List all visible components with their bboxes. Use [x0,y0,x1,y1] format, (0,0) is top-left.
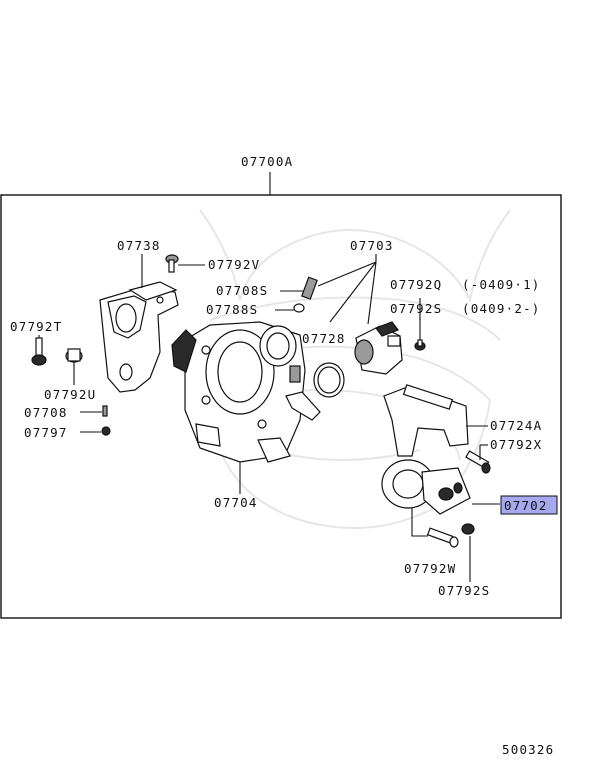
callout-07788S: 07788S [206,302,258,317]
bolt-07792T [31,337,47,366]
callout-07792T: 07792T [10,319,62,334]
diagram-frame [0,194,562,619]
throttle-body-07704 [171,321,321,463]
callout-07702[interactable]: 07702 [504,498,548,513]
screw-07792S-top [414,339,426,351]
callout-07704: 07704 [214,495,258,510]
callout-07703: 07703 [350,238,394,253]
bolt-07792X [465,450,491,474]
callout-07797: 07797 [24,425,68,440]
bracket-07724A [383,384,469,457]
callout-07792S-bottom: 07792S [438,583,490,598]
callout-07792W: 07792W [404,561,456,576]
callout-07792V: 07792V [208,257,260,272]
callout-07792U: 07792U [44,387,96,402]
leader-lines [38,254,500,582]
callout-07792Q-note: (-0409·1) [462,277,541,292]
highlight-box-07702 [500,495,558,515]
callout-07792S-top-note: (0409·2-) [462,301,541,316]
drawing-number: 500326 [502,742,554,757]
assembly-label: 07700A [241,154,293,169]
callout-07792Q: 07792Q [390,277,442,292]
nut-07792U [65,348,83,363]
callout-07792S-top: 07792S [390,301,442,316]
plug-07797 [101,426,111,436]
o-ring-07728 [313,362,345,398]
callout-07708S: 07708S [216,283,268,298]
screw-07792S-bottom [461,523,475,535]
bolt-07792W [426,527,459,548]
actuator-07703 [354,321,403,375]
callout-07738: 07738 [117,238,161,253]
screw-07792V [165,254,179,273]
washer-07788S [293,303,305,313]
sensor-07702 [381,459,471,515]
spring-07708 [102,405,108,417]
callout-07728: 07728 [302,331,346,346]
callout-07708: 07708 [24,405,68,420]
bracket-07738 [99,281,179,393]
callout-07792X: 07792X [490,437,542,452]
callout-07724A: 07724A [490,418,542,433]
spring-07708S [301,276,318,300]
